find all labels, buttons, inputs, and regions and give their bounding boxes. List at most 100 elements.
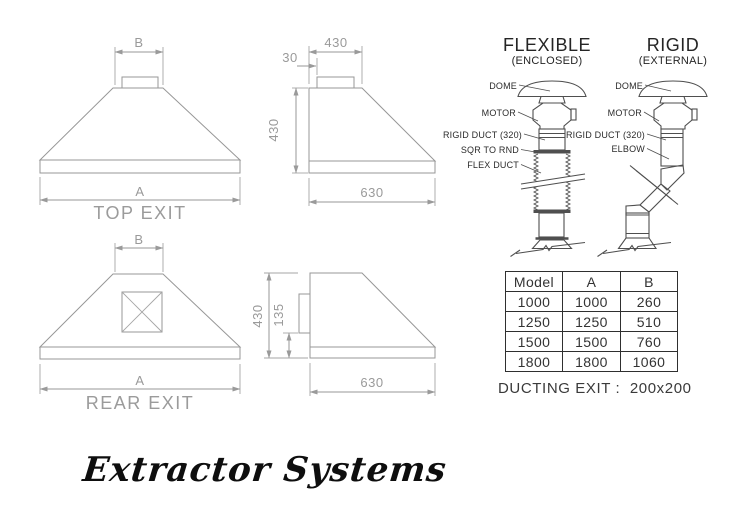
rigid-duct-label: RIGID DUCT (320)	[566, 130, 645, 140]
top-exit-side-view: 430 30 430 630	[266, 35, 437, 206]
flexible-title: FLEXIBLE	[503, 35, 591, 55]
cell-model: 1800	[505, 351, 563, 372]
cell-b: 260	[620, 291, 678, 312]
dim-label-a: A	[135, 373, 144, 388]
dim-label-30: 30	[282, 50, 297, 65]
cell-a: 1000	[562, 291, 621, 312]
sqr-to-rnd-adapter	[531, 239, 573, 250]
dim-bottom-630-rear: 630	[309, 363, 436, 396]
break-line	[520, 173, 586, 185]
ducting-diagrams: FLEXIBLE (ENCLOSED) DOME	[443, 35, 708, 257]
break-line	[635, 170, 679, 205]
hood-roof-line	[515, 241, 586, 255]
cell-model: 1500	[505, 331, 563, 352]
dome-label: DOME	[615, 81, 643, 91]
size-table: Model A B 1000 1000 260 1250 1250 510 15…	[505, 271, 678, 372]
table-row: 1000 1000 260	[505, 291, 678, 312]
flange-band	[533, 209, 571, 213]
sqr-to-rnd-band	[533, 150, 571, 154]
cell-b: 510	[620, 311, 678, 332]
top-spigot	[121, 76, 159, 89]
dim-label-630: 630	[360, 185, 383, 200]
dim-height-430: 430	[266, 87, 308, 174]
top-spigot-side	[316, 76, 355, 89]
dim-label-430-height: 430	[266, 118, 281, 141]
flexible-callouts: DOME MOTOR RIGID DUCT (320) SQR TO RND F…	[443, 81, 551, 174]
rear-exit-label: REAR EXIT	[86, 393, 195, 413]
rigid-duct-diagram: RIGID (EXTERNAL) DOME MOT	[566, 35, 708, 257]
rigid-subtitle: (EXTERNAL)	[639, 55, 707, 67]
cell-a: 1250	[562, 311, 621, 332]
cell-b: 1060	[620, 351, 678, 372]
table-row: 1500 1500 760	[505, 331, 678, 352]
motor-shape	[532, 102, 572, 130]
hood-base-strip-side	[308, 160, 436, 174]
table-row: 1250 1250 510	[505, 311, 678, 332]
flex-duct-label: FLEX DUCT	[467, 160, 519, 170]
dome-shape	[517, 80, 587, 98]
rear-exit-front-view: B A REAR EXIT	[38, 232, 242, 413]
col-header-model: Model	[505, 271, 563, 292]
hood-base-strip-rear	[39, 346, 241, 360]
hood-profile	[308, 87, 437, 162]
cell-b: 760	[620, 331, 678, 352]
sqr-to-rnd-label: SQR TO RND	[461, 145, 519, 155]
hood-roof-tick	[510, 249, 521, 257]
hood-base-strip	[39, 159, 241, 174]
table-row: 1800 1800 1060	[505, 351, 678, 372]
elbow-label: ELBOW	[611, 144, 645, 154]
dim-label-430-top: 430	[324, 35, 347, 50]
dim-label-135: 135	[271, 303, 286, 326]
rigid-duct-label: RIGID DUCT (320)	[443, 130, 522, 140]
rigid-title: RIGID	[647, 35, 700, 55]
dome-neck	[659, 95, 687, 104]
lower-duct-section	[625, 212, 650, 239]
hood-base-strip-rear-side	[309, 346, 436, 359]
dome-neck	[538, 95, 566, 104]
dim-top-width: 430	[308, 35, 363, 84]
sqr-to-rnd-adapter	[617, 237, 658, 250]
elbow-upper	[660, 164, 685, 191]
top-exit-label: TOP EXIT	[93, 203, 186, 223]
cell-a: 1800	[562, 351, 621, 372]
dome-shape	[638, 80, 708, 98]
col-header-b: B	[620, 271, 678, 292]
top-exit-front-view: B A TOP EXIT	[38, 35, 242, 223]
rear-spigot	[298, 293, 311, 334]
motor-shape	[653, 102, 693, 130]
rear-exit-opening	[121, 291, 163, 333]
col-header-a: A	[562, 271, 621, 292]
dim-height-430-rear: 430	[250, 272, 308, 359]
hood-profile-rear	[309, 272, 437, 348]
cell-model: 1250	[505, 311, 563, 332]
lower-duct-section	[538, 212, 565, 238]
dim-label-b: B	[134, 35, 143, 50]
dim-a-rear-exit: A	[39, 364, 241, 394]
table-header-row: Model A B	[505, 271, 678, 292]
ducting-exit-note: DUCTING EXIT : 200x200	[498, 380, 692, 397]
motor-tab	[570, 108, 577, 121]
rear-exit-side-view: 430 135 630	[250, 272, 437, 396]
rigid-callouts: DOME MOTOR RIGID DUCT (320) ELBOW	[566, 81, 672, 160]
dim-label-b: B	[134, 232, 143, 247]
elbow-lower	[625, 204, 650, 216]
break-line	[520, 178, 586, 190]
flexible-subtitle: (ENCLOSED)	[512, 55, 583, 67]
dim-label-630: 630	[360, 375, 383, 390]
dim-offset-30: 30	[282, 50, 318, 75]
break-mask	[521, 174, 585, 189]
cell-model: 1000	[505, 291, 563, 312]
hood-roof-line	[602, 241, 672, 255]
brand-signature: Extractor Systems	[80, 450, 449, 490]
dim-bottom-630: 630	[308, 178, 436, 206]
motor-label: MOTOR	[608, 108, 643, 118]
dim-spigot-135: 135	[271, 303, 298, 359]
dim-b-top-exit: B	[114, 35, 164, 85]
rigid-duct-section	[660, 128, 684, 167]
hood-roof-tick	[597, 249, 608, 257]
cell-a: 1500	[562, 331, 621, 352]
dim-label-430: 430	[250, 304, 265, 327]
dim-a-top-exit: A	[39, 177, 241, 205]
hood-canopy	[38, 87, 242, 161]
